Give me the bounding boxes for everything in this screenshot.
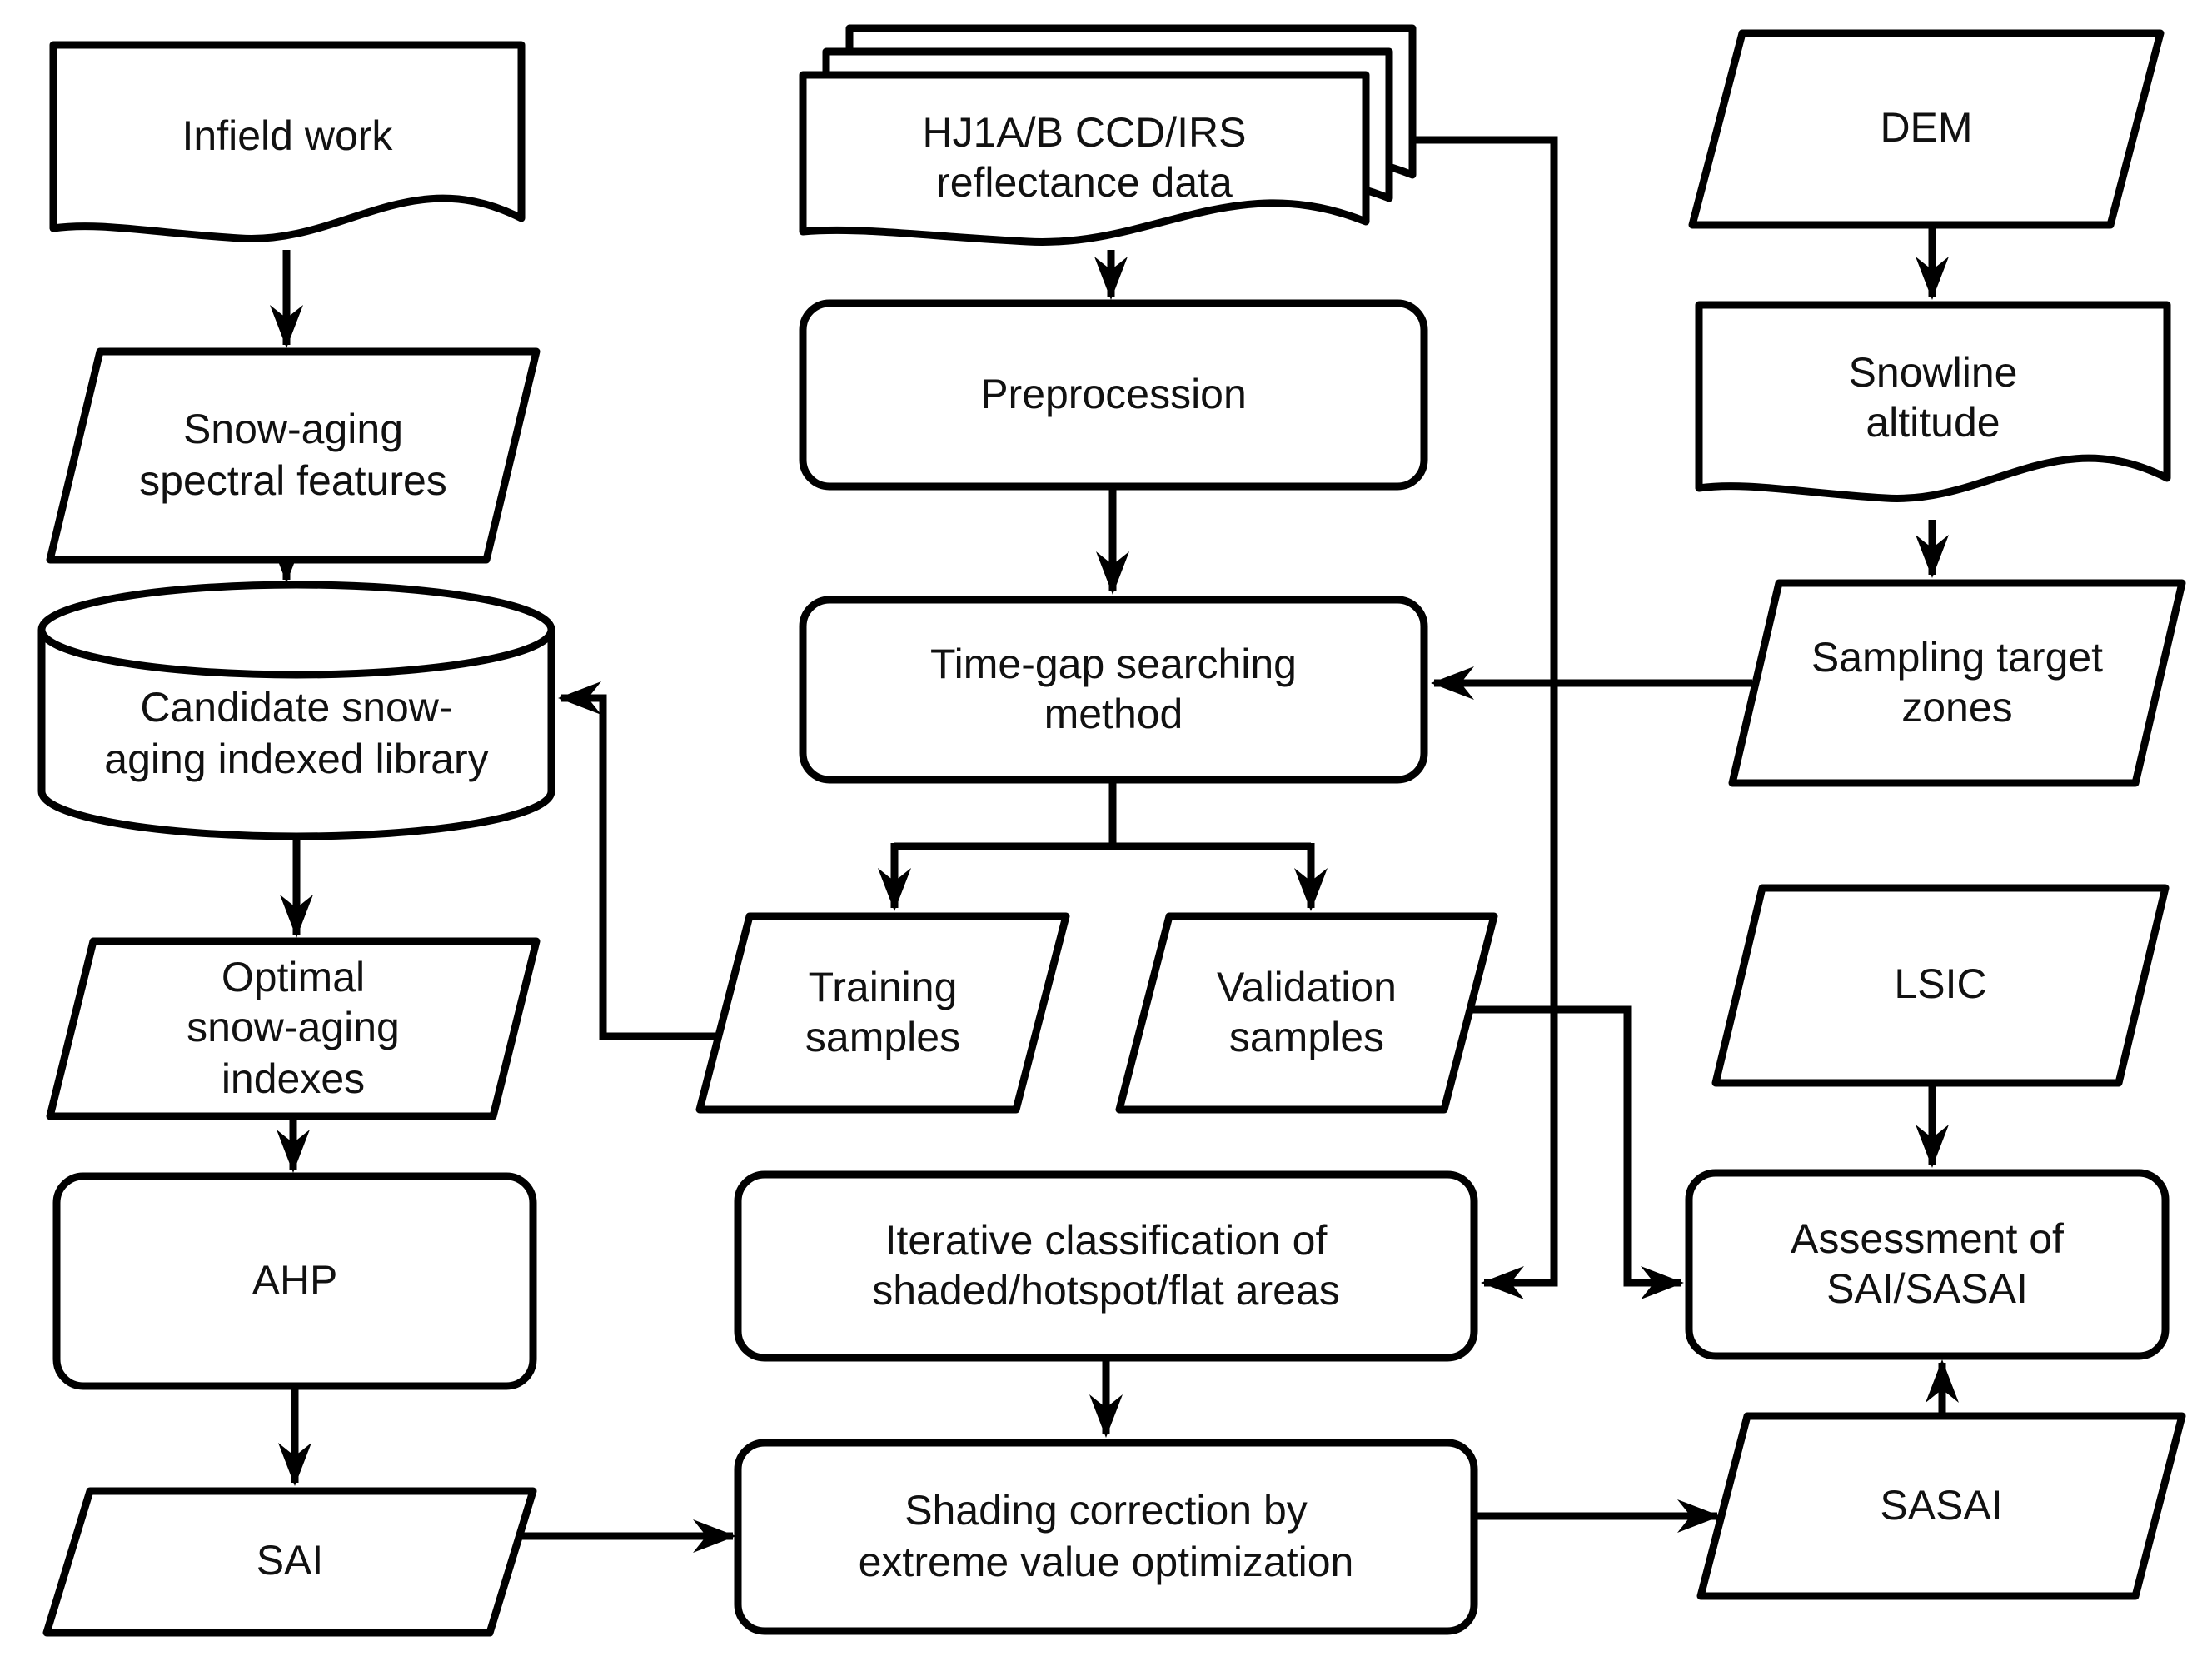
node-preprocession-shape bbox=[799, 299, 1428, 491]
node-optimal-indexes-shape bbox=[46, 937, 541, 1120]
edge-training-to-library-arrow bbox=[558, 681, 716, 1040]
node-dem-shape bbox=[1688, 29, 2165, 229]
node-candidate-library-shape bbox=[37, 581, 555, 840]
node-training-samples-shape bbox=[695, 912, 1070, 1114]
node-snow-aging-spectral-features-shape bbox=[46, 347, 541, 564]
node-sasai-shape bbox=[1696, 1412, 2186, 1600]
edge-stack-to-iterative-arrow bbox=[1409, 136, 1558, 1299]
node-ahp-shape bbox=[52, 1172, 537, 1390]
node-snowline-altitude-shape bbox=[1695, 301, 2171, 502]
edges-layer bbox=[270, 136, 1959, 1553]
node-sai-shape bbox=[42, 1487, 537, 1637]
node-hj1ab-reflectance-data-shape bbox=[799, 71, 1370, 246]
edge-validation-to-assessment-arrow bbox=[1472, 1005, 1684, 1299]
node-time-gap-searching-shape bbox=[799, 596, 1428, 784]
node-shading-correction-shape bbox=[734, 1439, 1478, 1635]
edge-timegap-split-line bbox=[894, 780, 1311, 850]
node-validation-samples-shape bbox=[1115, 912, 1498, 1114]
node-iterative-classification-shape bbox=[734, 1170, 1478, 1362]
node-assessment-shape bbox=[1685, 1169, 2170, 1360]
node-infield-work-shape bbox=[49, 41, 526, 242]
node-lsic-shape bbox=[1711, 884, 2170, 1087]
node-sampling-target-zones-shape bbox=[1728, 579, 2186, 787]
